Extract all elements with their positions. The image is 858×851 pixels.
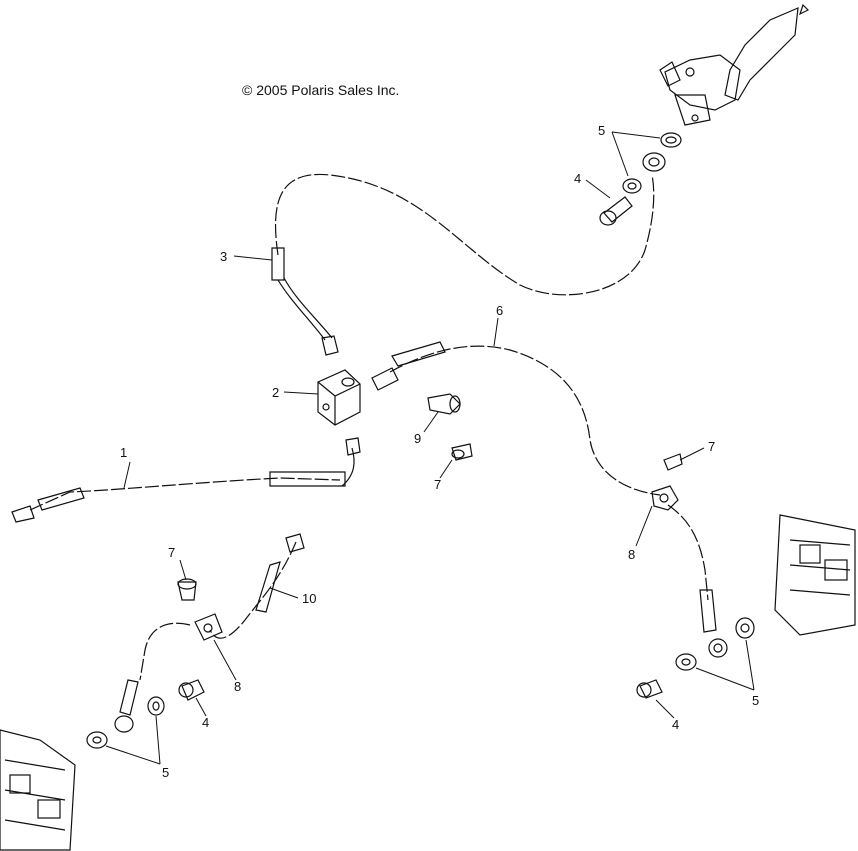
bolt-7-mid [451,443,473,461]
callout-9: 9 [414,431,422,446]
callout-5-right: 5 [752,693,760,708]
caliper-left [0,729,76,851]
callout-10: 10 [302,591,317,606]
callout-4-right: 4 [672,717,680,732]
banjo-bolt-right [639,679,663,699]
leader-lines [105,131,755,765]
bolt-7-right [663,453,683,471]
callout-7-right: 7 [708,439,716,454]
callout-6: 6 [496,303,504,318]
callout-7-left: 7 [168,545,176,560]
hose-3-fitting [271,247,285,281]
callout-8-right: 8 [628,547,636,562]
junction-block [317,369,361,426]
brake-hose-1 [29,477,341,511]
banjo-fitting-top [642,152,666,172]
brake-hose-6 [389,345,661,496]
callout-5-left: 5 [162,765,170,780]
copyright-notice: © 2005 Polaris Sales Inc. [242,82,400,98]
banjo-fitting-left [114,715,134,733]
callout-4-top: 4 [574,171,582,186]
master-cylinder [659,3,810,126]
callout-2: 2 [272,385,280,400]
callout-3: 3 [220,249,228,264]
callout-1: 1 [120,445,128,460]
washer-right-2 [675,653,697,671]
clamp-8-right [651,485,679,511]
banjo-fitting-right [708,638,728,658]
washer-top-1 [660,132,682,148]
callout-7-mid: 7 [434,477,442,492]
banjo-bolt-left [181,679,205,701]
washer-left-2 [86,731,108,749]
callout-8-left: 8 [234,679,242,694]
adapter-9 [427,393,461,415]
washer-left-1 [147,696,165,716]
callout-5-top: 5 [598,123,606,138]
washer-top-2 [622,178,642,194]
callout-4-mid: 4 [202,715,210,730]
clamp-8-left [194,613,223,641]
washer-right-1 [735,617,755,639]
bolt-7-left [177,581,197,601]
banjo-bolt-top [603,196,633,223]
caliper-right [774,514,856,636]
brake-hose-10 [139,541,297,681]
brake-hose-3 [275,173,655,296]
